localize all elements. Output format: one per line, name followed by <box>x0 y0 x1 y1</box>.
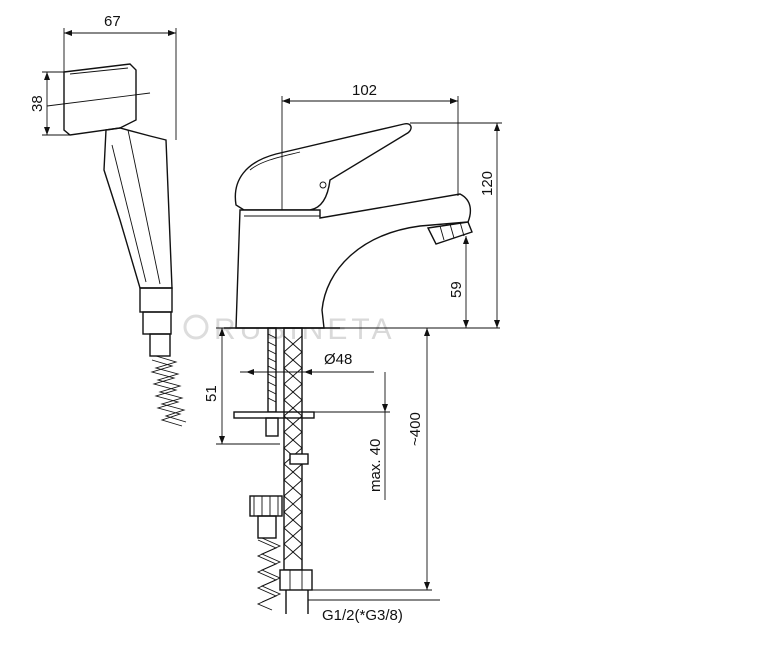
dim-faucet-height-label: 120 <box>479 171 496 196</box>
dim-max-thickness: max. 40 <box>314 372 390 500</box>
dim-spray-height: 38 <box>29 71 151 136</box>
dim-spray-width: 67 <box>63 13 177 140</box>
dim-thread-label: G1/2(*G3/8) <box>322 607 403 624</box>
dim-spray-width-label: 67 <box>104 13 121 30</box>
dim-base-diameter-label: Ø48 <box>324 351 352 368</box>
dim-spout-height-label: 59 <box>448 281 465 298</box>
dim-spray-height-label: 38 <box>29 95 46 112</box>
dim-shank-length-label: 51 <box>203 385 220 402</box>
dim-max-thickness-label: max. 40 <box>367 439 384 492</box>
mounting-assembly <box>233 327 315 614</box>
hand-spray <box>63 63 187 427</box>
dim-spout-height: 59 <box>448 236 469 328</box>
dim-faucet-height: 120 <box>410 122 502 328</box>
dim-thread: G1/2(*G3/8) <box>308 599 440 624</box>
dim-base-diameter: Ø48 <box>240 351 374 375</box>
dim-shank-length: 51 <box>203 327 280 445</box>
dim-faucet-depth-label: 102 <box>352 82 377 99</box>
dim-faucet-depth: 102 <box>281 82 459 210</box>
dim-hose-length: ~400 <box>312 327 432 591</box>
faucet <box>224 122 500 329</box>
dim-hose-length-label: ~400 <box>407 412 424 446</box>
